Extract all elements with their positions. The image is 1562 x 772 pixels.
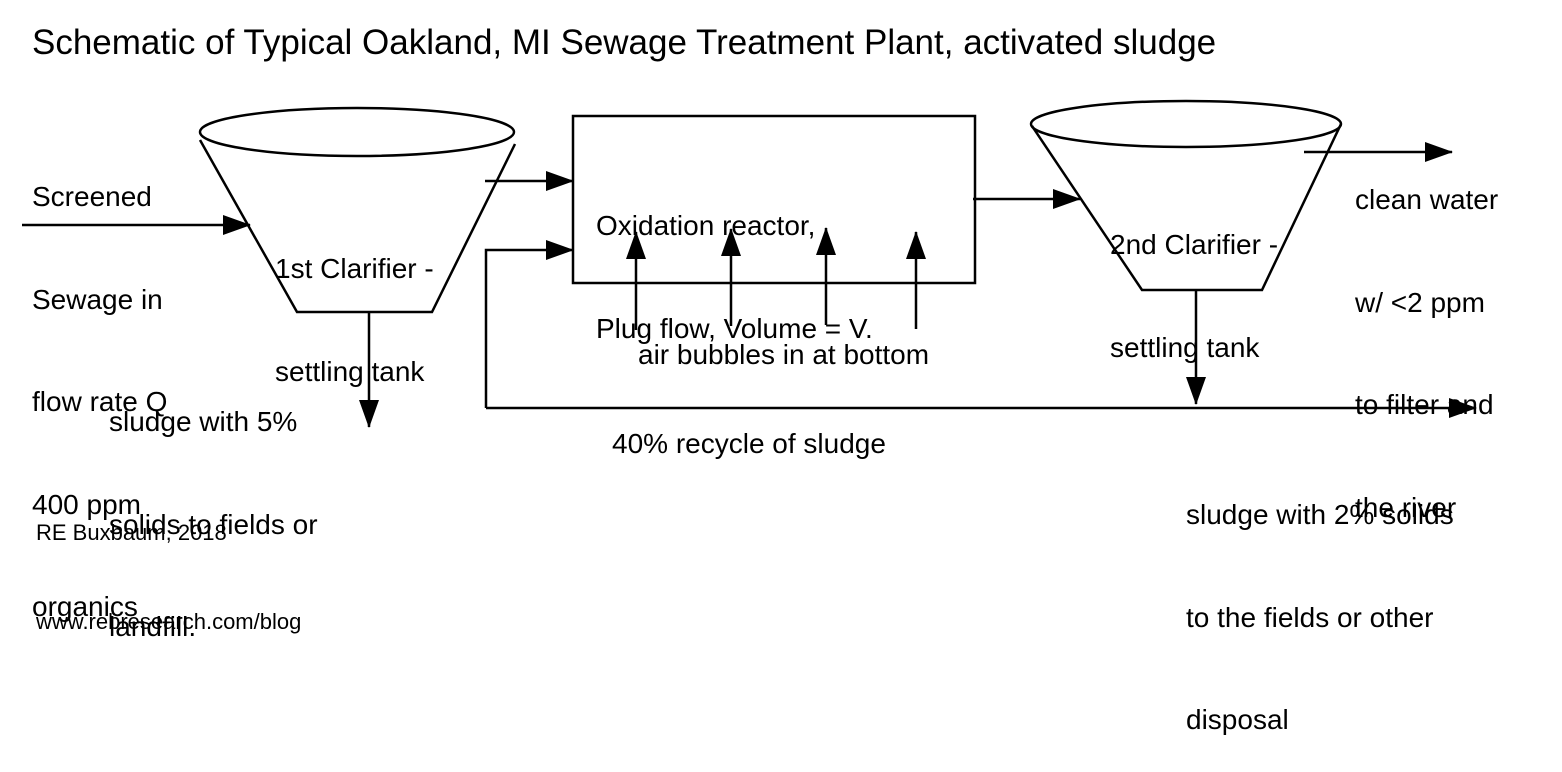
outlet-label: clean water w/ <2 ppm to filter and the … (1355, 115, 1498, 559)
diagram-title: Schematic of Typical Oakland, MI Sewage … (32, 23, 1217, 62)
recycle-label: 40% recycle of sludge (612, 428, 886, 459)
sludge2-line: sludge with 2% solids (1186, 499, 1454, 531)
clarifier1-label: 1st Clarifier - settling tank (275, 184, 434, 423)
inlet-line: 400 ppm (32, 488, 141, 520)
clarifier2-shape (1029, 99, 1343, 292)
schematic-canvas (22, 99, 1477, 428)
outlet-line: the river (1355, 491, 1457, 523)
outlet-line: clean water (1355, 184, 1499, 216)
credit-url: www.rebresearch.com/blog (36, 609, 302, 635)
sludge2-line: to the fields or other (1186, 601, 1434, 633)
inlet-line: Sewage in (32, 283, 163, 315)
clarifier2-body (1030, 123, 1343, 292)
clarifier2-label: 2nd Clarifier - settling tank (1110, 160, 1278, 399)
reactor-line: Oxidation reactor, (596, 210, 816, 242)
air-bubbles-label: air bubbles in at bottom (638, 339, 930, 370)
clarifier1-top-ellipse (198, 106, 516, 158)
reactor-label: Oxidation reactor, Plug flow, Volume = V… (596, 141, 873, 380)
clarifier2-line: 2nd Clarifier - (1110, 229, 1279, 261)
inlet-line: Screened (32, 181, 152, 213)
sludge1-line: sludge with 5% (109, 406, 298, 438)
outlet-line: to filter and (1355, 389, 1494, 421)
clarifier1-line: settling tank (275, 355, 425, 387)
credit-author: RE Buxbaum, 2018 (36, 520, 227, 546)
clarifier2-line: settling tank (1110, 331, 1260, 363)
clarifier2-top-ellipse (1029, 99, 1343, 149)
sludge1-line: solids to fields or (109, 508, 318, 540)
recycle-return-arrow (484, 240, 574, 408)
reactor-line: Plug flow, Volume = V. (596, 312, 873, 344)
clarifier1-line: 1st Clarifier - (275, 253, 434, 285)
sludge2-line: disposal (1186, 704, 1289, 736)
outlet-line: w/ <2 ppm (1355, 286, 1485, 318)
credit-block: RE Buxbaum, 2018 www.rebresearch.com/blo… (36, 459, 301, 667)
inlet-line: flow rate Q (32, 386, 168, 418)
sludge2-label: sludge with 2% solids to the fields or o… (1186, 430, 1454, 772)
